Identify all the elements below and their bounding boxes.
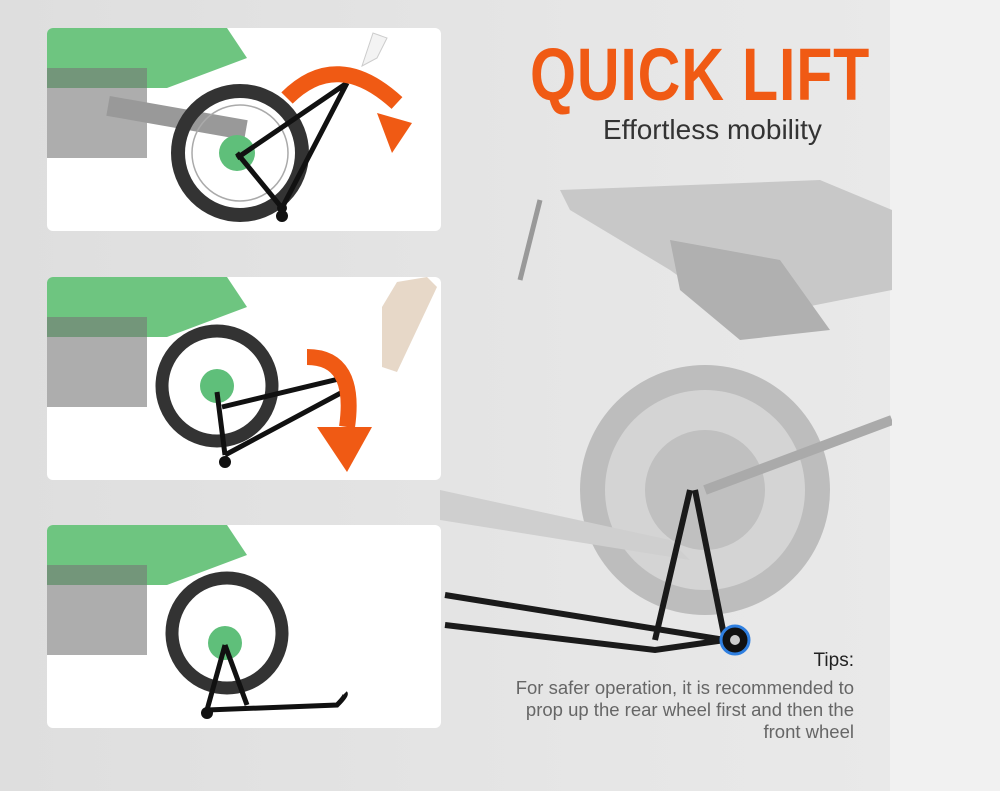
step-2-image — [47, 277, 441, 480]
subheadline: Effortless mobility — [603, 114, 822, 145]
step-3-image — [47, 525, 441, 728]
headline: QUICK LIFT — [530, 33, 871, 116]
tips-label: Tips: — [813, 650, 854, 671]
step-1-image — [47, 28, 441, 231]
tips-text: For safer operation, it is recommended t… — [515, 677, 854, 742]
hero-motorcycle-image — [440, 170, 894, 670]
